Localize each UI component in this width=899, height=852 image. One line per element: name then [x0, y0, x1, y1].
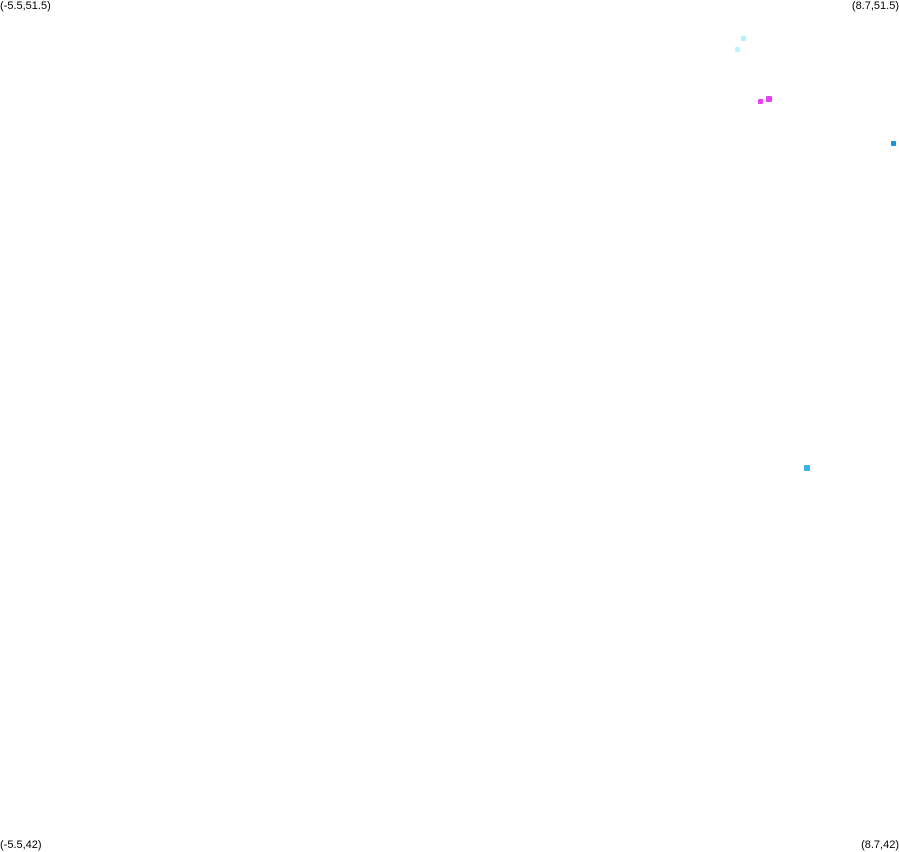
corner-label-bottom-left: (-5.5,42) [0, 839, 42, 851]
corner-label-bottom-right: (8.7,42) [861, 839, 899, 851]
map-point-marker [735, 47, 740, 52]
map-point-marker [758, 99, 763, 104]
corner-label-top-left: (-5.5,51.5) [0, 0, 51, 12]
map-point-marker [891, 141, 896, 146]
map-point-marker [766, 96, 772, 102]
map-point-marker [741, 36, 746, 41]
corner-label-top-right: (8.7,51.5) [851, 0, 899, 12]
map-point-marker [804, 465, 810, 471]
